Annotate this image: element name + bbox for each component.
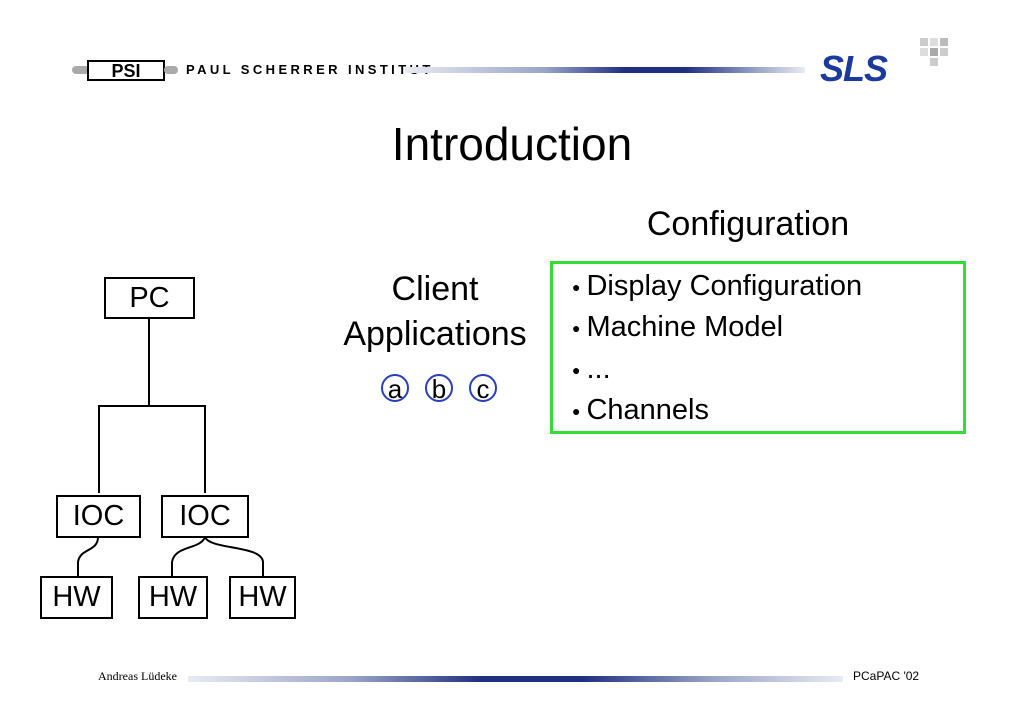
client-heading-line1: Client xyxy=(391,270,479,308)
client-app-b: b xyxy=(425,374,453,402)
configuration-box xyxy=(550,261,966,434)
sls-logo-text: SLS xyxy=(820,48,888,89)
bullet-icon: ● xyxy=(572,362,581,379)
configuration-heading: Configuration xyxy=(646,205,850,243)
node-ioc: IOC xyxy=(161,495,249,538)
header-divider xyxy=(405,67,805,73)
bullet-icon: ● xyxy=(572,279,581,296)
bullet-icon: ● xyxy=(572,403,581,420)
config-item: ●... xyxy=(572,353,611,385)
client-app-a: a xyxy=(381,374,409,402)
institute-name: PAUL SCHERRER INSTITUT xyxy=(186,62,434,77)
node-ioc: IOC xyxy=(56,495,141,538)
psi-logo: PSI xyxy=(72,60,182,82)
node-pc: PC xyxy=(104,277,195,319)
hw-connectors xyxy=(77,536,264,576)
client-app-c: c xyxy=(469,374,497,402)
footer-event: PCaPAC '02 xyxy=(853,669,920,683)
node-hw: HW xyxy=(229,576,296,619)
config-item: ●Machine Model xyxy=(572,311,784,343)
footer-divider xyxy=(188,676,843,682)
node-hw: HW xyxy=(40,576,113,619)
bullet-icon: ● xyxy=(572,320,581,337)
connector-ioc1 xyxy=(98,405,100,493)
footer-author: Andreas Lüdeke xyxy=(98,669,177,683)
sls-logo-grid-icon xyxy=(920,38,948,71)
node-hw: HW xyxy=(138,576,208,619)
psi-logo-text: PSI xyxy=(111,61,140,81)
client-heading-line2: Applications xyxy=(343,315,527,353)
slide-title: Introduction xyxy=(391,118,633,170)
connector-pc-down xyxy=(148,318,150,406)
connector-ioc2 xyxy=(204,405,206,493)
config-item: ●Display Configuration xyxy=(572,270,863,302)
config-item: ●Channels xyxy=(572,394,709,426)
connector-ioc-bar xyxy=(98,405,206,407)
